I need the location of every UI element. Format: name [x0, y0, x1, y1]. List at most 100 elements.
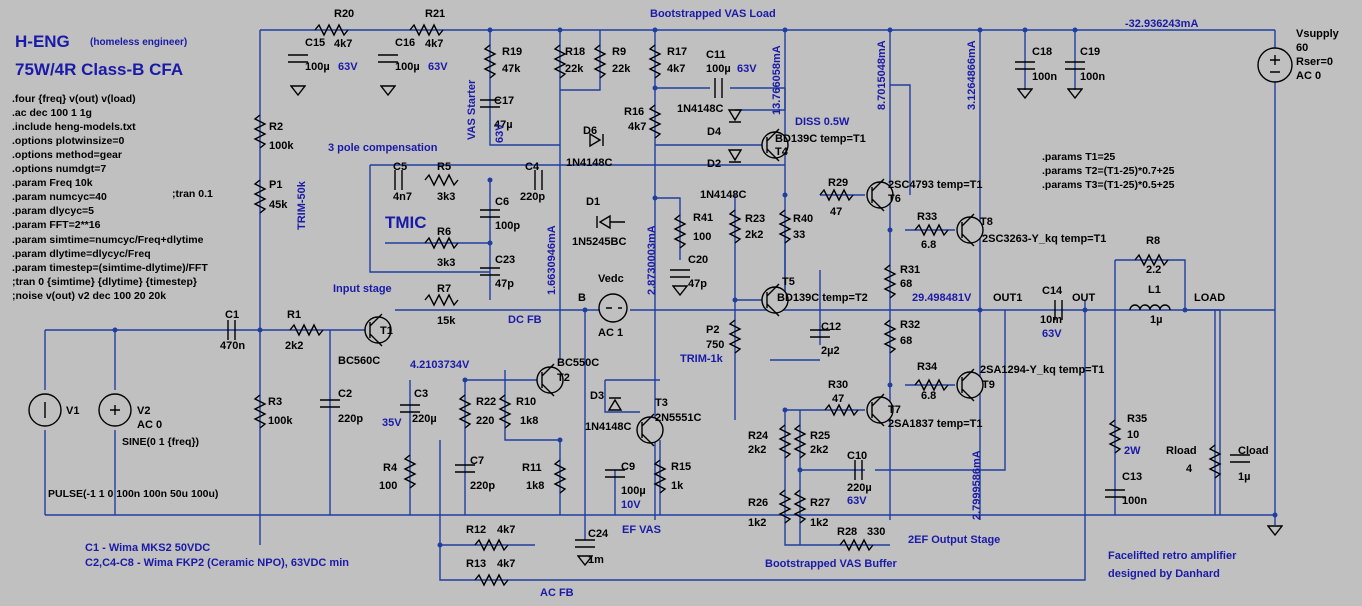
part-ref: C11	[706, 49, 726, 61]
part-ref: R13	[466, 558, 486, 570]
part-ref: R1	[287, 309, 301, 321]
part-model: 2SA1294-Y_kq temp=T1	[980, 364, 1104, 376]
current-reading: 1.6630946mA	[546, 225, 558, 295]
net-labels: B Vedc OUT1 OUT LOAD	[578, 273, 1225, 304]
r22-symbol	[458, 394, 472, 429]
label-tmic: TMIC	[385, 213, 427, 232]
wires	[44, 29, 1276, 581]
label-dc-fb: DC FB	[508, 314, 542, 326]
part-model: 2SC4793 temp=T1	[888, 179, 982, 191]
part-value: 1N4148C	[566, 157, 613, 169]
part-ref: R5	[437, 161, 451, 173]
part-ref: T2	[557, 372, 570, 384]
part-ref: R23	[745, 213, 765, 225]
part-ref: R26	[748, 497, 768, 509]
part-rating: 63V	[338, 61, 358, 73]
part-value: 2k2	[745, 229, 763, 241]
part-rating: 2W	[1124, 445, 1141, 457]
r17-symbol	[648, 44, 662, 79]
part-model: 2SA1837 temp=T1	[888, 418, 982, 430]
part-value: 6.8	[921, 239, 936, 251]
part-ref: R25	[810, 430, 830, 442]
part-ref: T7	[888, 404, 901, 416]
part-ref: T5	[782, 276, 795, 288]
part-value: 750	[706, 339, 724, 351]
part-value: 1µ	[1238, 471, 1250, 483]
sine-label: SINE(0 1 {freq})	[122, 436, 199, 448]
part-value: 4k7	[497, 524, 515, 536]
part-value: 15k	[437, 315, 456, 327]
r34-symbol	[914, 378, 949, 392]
r6-symbol	[424, 236, 459, 250]
measurements: -32.936243mA 13.766058mA 8.7015048mA 3.1…	[410, 18, 1198, 520]
part-ref: C6	[495, 196, 509, 208]
part-value: 6.8	[921, 390, 936, 402]
part-ref: T9	[982, 379, 995, 391]
part-ref: R3	[268, 396, 282, 408]
r15-symbol	[653, 459, 667, 494]
diodes	[589, 109, 743, 411]
part-ref: D3	[590, 390, 604, 402]
label-diss: DISS 0.5W	[795, 116, 850, 128]
r21-symbol	[409, 23, 444, 37]
part-rating: 63V	[428, 61, 448, 73]
part-ref: V1	[66, 405, 79, 417]
part-ref: V2	[137, 405, 150, 417]
part-ref: C7	[470, 455, 484, 467]
net-b: B	[578, 292, 586, 304]
part-value: 1m	[588, 554, 604, 566]
part-value: 220p	[520, 191, 545, 203]
part-ref: C24	[588, 528, 609, 540]
part-value: 1N4148C	[677, 103, 724, 115]
part-ref: D2	[707, 158, 721, 170]
part-value: 100n	[1032, 71, 1057, 83]
part-value: 47p	[688, 278, 707, 290]
voltage-reading: 4.2103734V	[410, 359, 470, 371]
part-value: 220p	[338, 413, 363, 425]
credit-line-1: Facelifted retro amplifier	[1108, 550, 1237, 562]
part-value: 2µ2	[821, 345, 840, 357]
r40-symbol	[778, 209, 792, 244]
part-ref: C1	[225, 309, 239, 321]
part-ref: R15	[671, 461, 691, 473]
part-value: 22k	[565, 63, 584, 75]
directive: .param dlytime=dlycyc/Freq	[12, 248, 151, 260]
current-reading: 2.7999586mA	[971, 450, 983, 520]
part-ref: Cload	[1238, 445, 1269, 457]
part-value: 1N4148C	[700, 189, 747, 201]
part-value: 1N5245BC	[572, 236, 626, 248]
part-ref: D6	[583, 125, 597, 137]
part-value: 2k2	[748, 444, 766, 456]
part-ref: R18	[565, 46, 585, 58]
part-value: 100	[379, 480, 397, 492]
r7-symbol	[424, 293, 459, 307]
part-ref: C15	[305, 37, 325, 49]
transistors	[364, 128, 984, 447]
directive: .options numdgt=7	[12, 163, 106, 175]
part-value: 68	[900, 278, 912, 290]
directive: .param Freq 10k	[12, 177, 93, 189]
r9-symbol	[593, 44, 607, 79]
part-value: 100µ	[706, 63, 731, 75]
current-reading: 2.8730003mA	[646, 225, 658, 295]
part-value: 68	[900, 335, 912, 347]
label-bootstrapped-vas-load: Bootstrapped VAS Load	[650, 8, 776, 20]
part-rating: 63V	[1042, 328, 1062, 340]
part-value: 100µ	[621, 485, 646, 497]
part-ref: R31	[900, 264, 920, 276]
label-ef-vas: EF VAS	[622, 524, 661, 536]
net-load: LOAD	[1194, 292, 1225, 304]
voltage-reading: 29.498481V	[912, 292, 972, 304]
part-ref: C5	[393, 161, 407, 173]
r11-symbol	[553, 459, 567, 494]
components	[28, 23, 1293, 587]
part-value: 33	[793, 229, 805, 241]
part-value: 220p	[470, 480, 495, 492]
label-ac-fb: AC FB	[540, 587, 574, 599]
r26-symbol	[778, 489, 792, 524]
part-ref: Rload	[1166, 445, 1197, 457]
part-value: 100	[693, 231, 711, 243]
part-ref: C19	[1080, 46, 1100, 58]
net-vedc: Vedc	[598, 273, 624, 285]
directive: .options method=gear	[12, 149, 122, 161]
